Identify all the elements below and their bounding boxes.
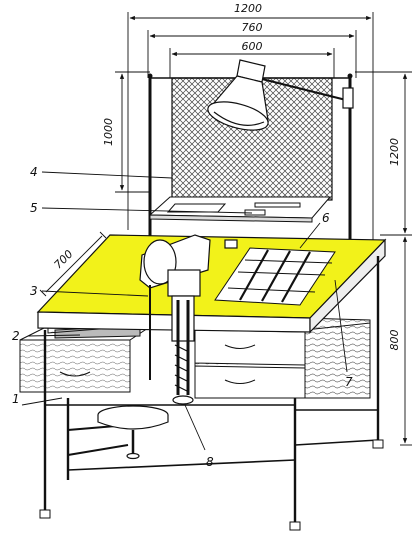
- callout-4: 4: [30, 165, 38, 179]
- dim-total-height: 1200: [388, 138, 401, 166]
- callout-8: 8: [206, 455, 214, 469]
- dim-screen-height: 1000: [102, 118, 115, 146]
- dim-screen-width: 600: [242, 40, 263, 53]
- dim-overall-width: 1200: [234, 2, 262, 15]
- callout-1: 1: [12, 392, 20, 406]
- callout-7: 7: [345, 375, 353, 389]
- tool-rack: [214, 247, 336, 306]
- bench-vise: [139, 234, 211, 405]
- tool-plate: [148, 196, 332, 223]
- callout-3: 3: [30, 284, 38, 298]
- callout-6: 6: [322, 211, 330, 225]
- dim-bench-depth: 700: [52, 248, 76, 272]
- callout-labels: 1 2 3 4 5 6 7 8: [12, 165, 353, 469]
- callout-2: 2: [12, 329, 20, 343]
- callout-5: 5: [30, 201, 38, 215]
- dimension-lines: [39, 12, 412, 446]
- leader-lines: [21, 171, 348, 451]
- dim-bench-height: 800: [388, 330, 401, 351]
- swing-seat: [67, 405, 169, 460]
- dim-frame-width: 760: [242, 21, 263, 34]
- frame-legs: [39, 256, 384, 531]
- lamp: [207, 59, 354, 131]
